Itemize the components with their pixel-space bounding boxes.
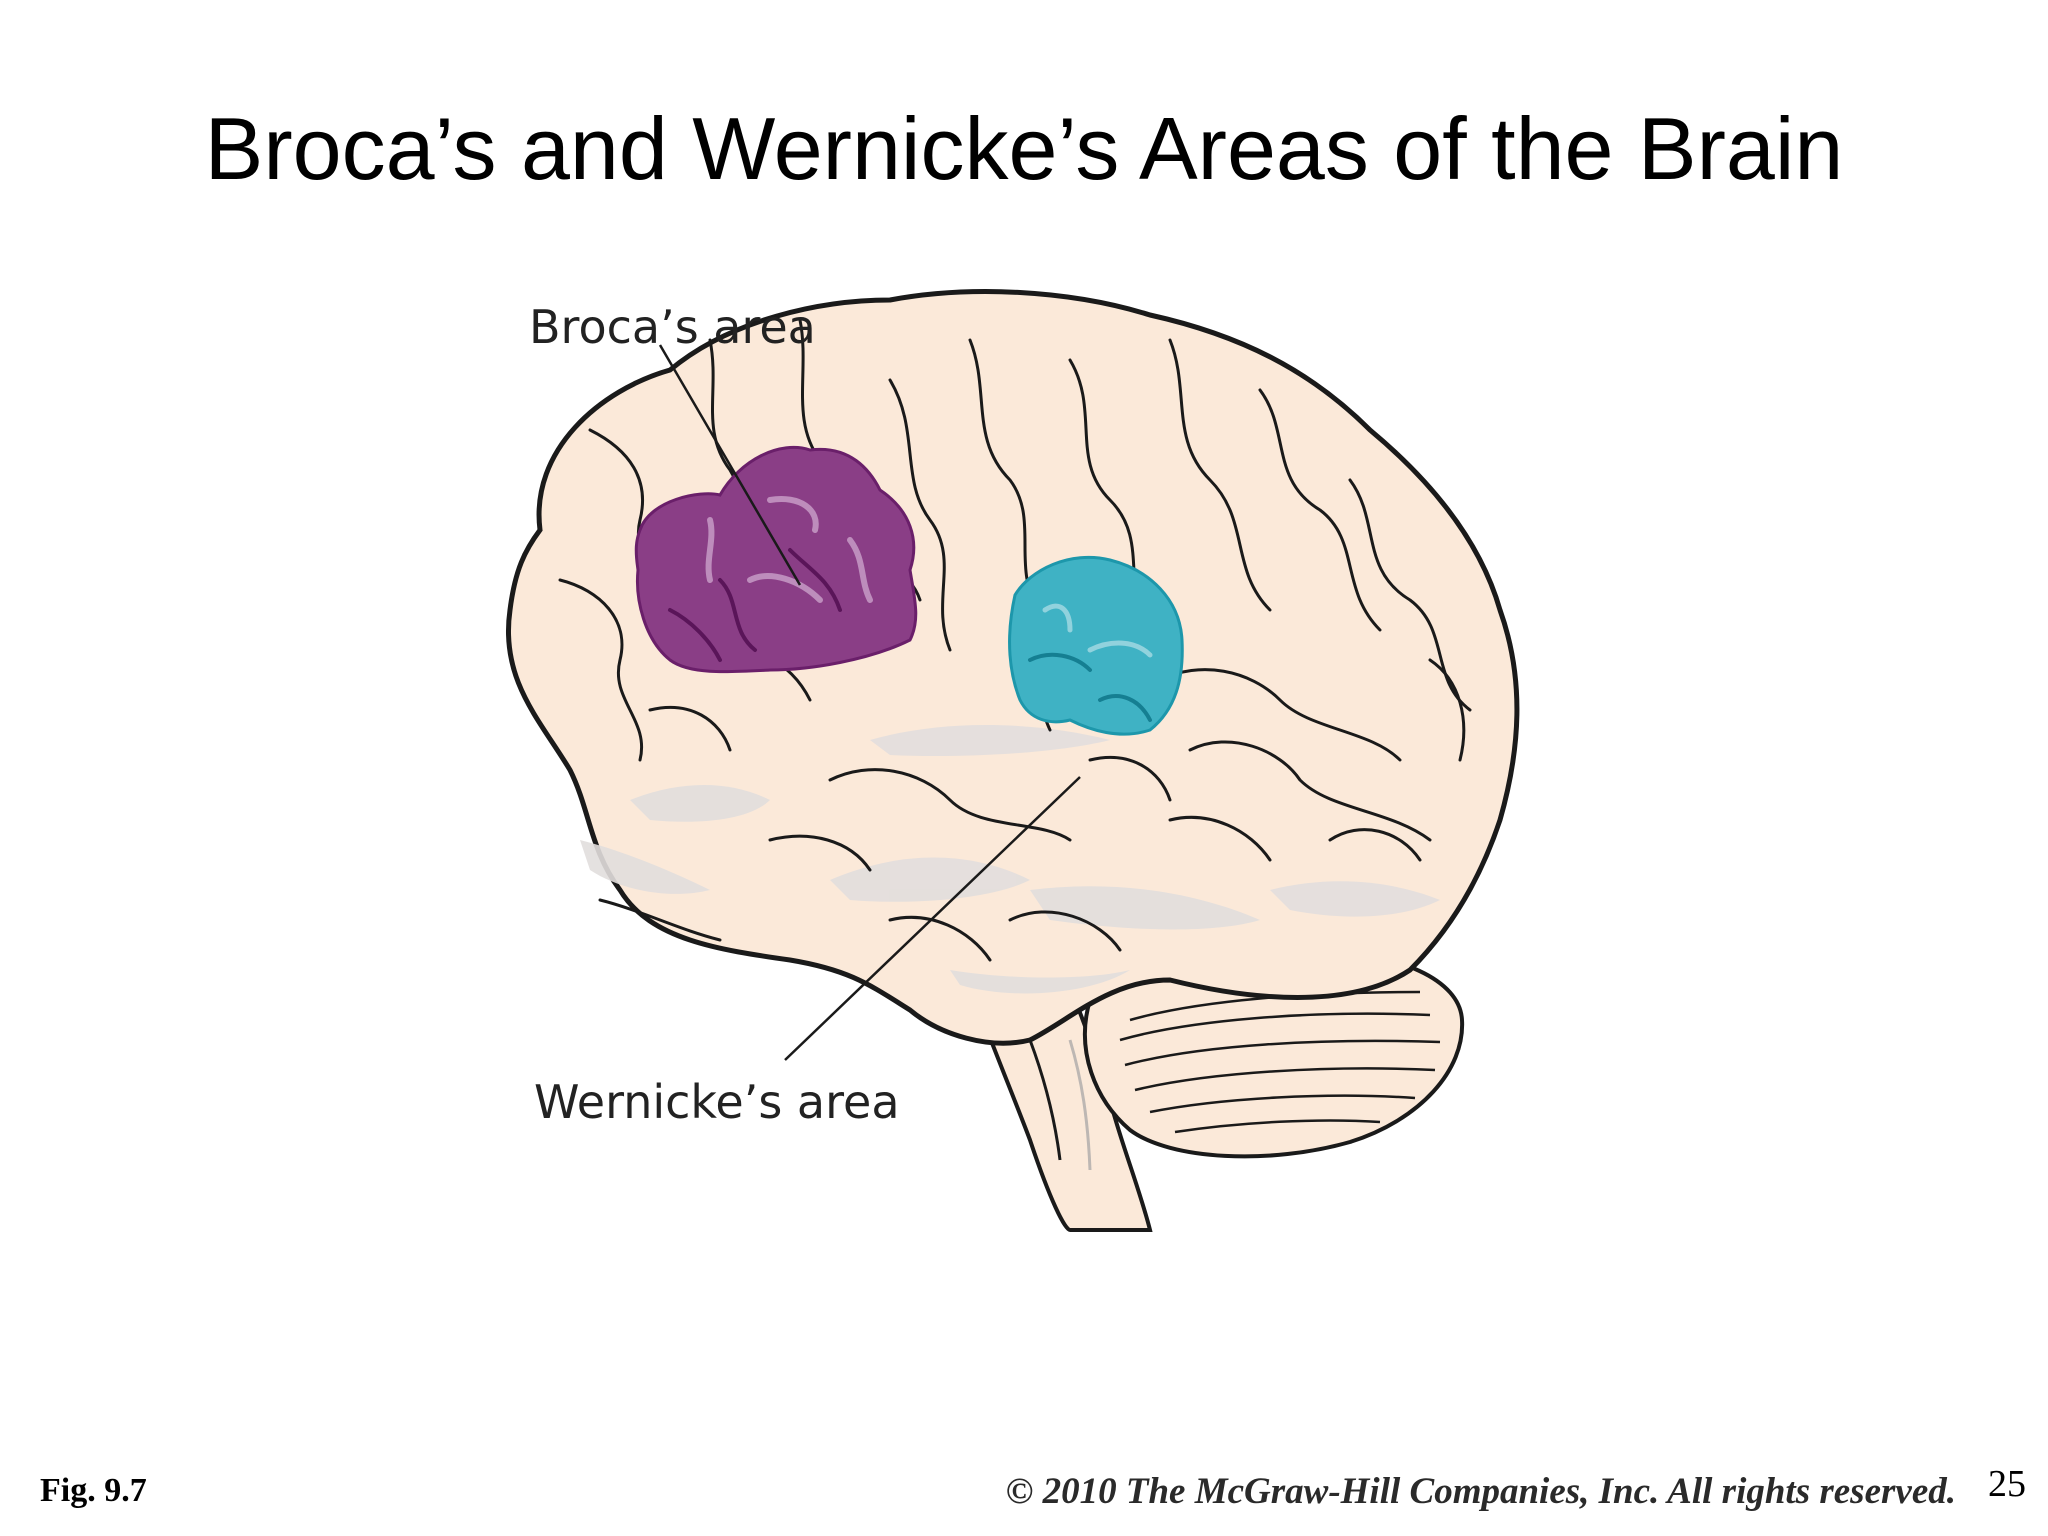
broca-leader-line — [658, 344, 802, 586]
brain-diagram — [470, 280, 1610, 1240]
copyright-notice: © 2010 The McGraw-Hill Companies, Inc. A… — [1005, 1471, 1956, 1512]
cerebellum-folia — [1119, 990, 1441, 1134]
page-number: 25 — [1988, 1463, 2026, 1505]
wernicke-leader-line — [784, 776, 1081, 1061]
wernicke-area-label: Wernicke’s area — [534, 1075, 900, 1129]
broca-area-label: Broca’s area — [529, 300, 816, 354]
sulcus-shadows — [580, 725, 1440, 994]
broca-area — [634, 445, 918, 674]
slide-title: Broca’s and Wernicke’s Areas of the Brai… — [204, 99, 1844, 198]
figure-number: Fig. 9.7 — [40, 1472, 147, 1509]
brain-illustration — [506, 289, 1520, 1232]
